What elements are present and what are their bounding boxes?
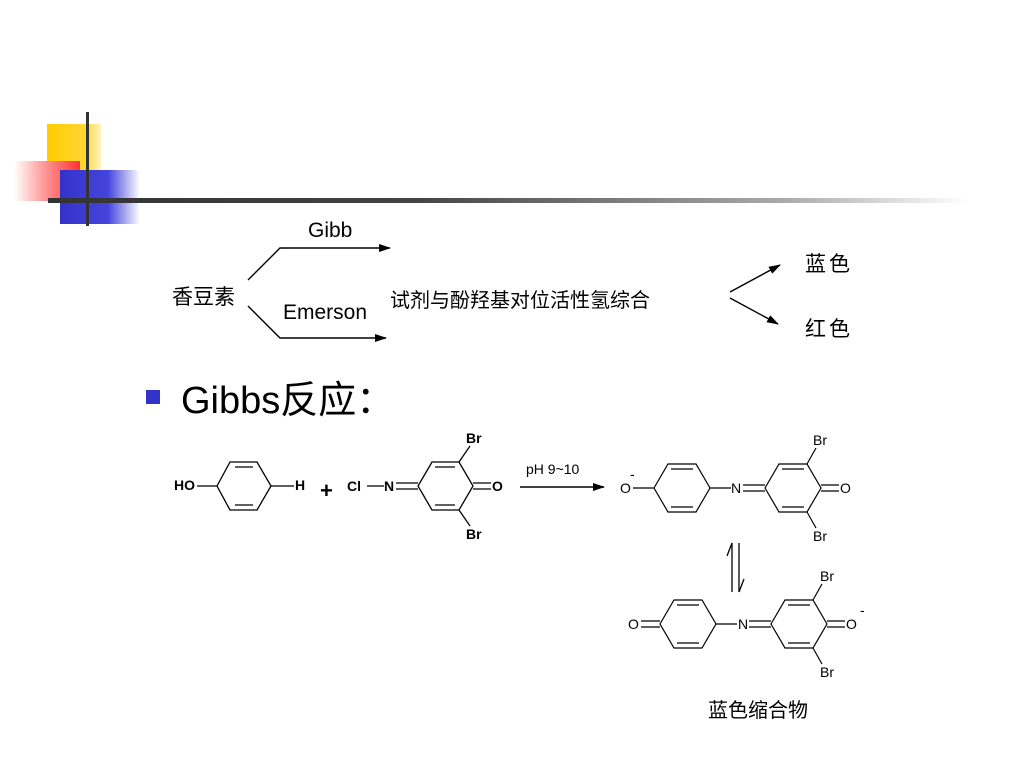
coumarin-label: 香豆素	[172, 285, 235, 309]
reagent-n-label: N	[384, 478, 395, 494]
deco-vertical-line	[86, 112, 89, 226]
reagent-structure	[367, 445, 491, 527]
lower-branch-arrow	[247, 305, 387, 342]
emerson-reagent-label: Emerson	[283, 301, 368, 324]
gibbs-reaction-title: Gibbs反应：	[181, 380, 395, 422]
bullet-square-icon	[146, 390, 160, 404]
product1-structure	[633, 447, 839, 529]
arrow-to-red	[729, 297, 779, 325]
product2-n-label: N	[738, 616, 749, 632]
product2-charge-label: -	[860, 602, 865, 618]
product2-o-right-label: O	[846, 616, 857, 632]
product1-charge-label: -	[630, 466, 635, 482]
equilibrium-arrows	[726, 542, 745, 593]
reagent-br-bottom-label: Br	[466, 526, 482, 542]
product1-n-label: N	[731, 480, 742, 496]
plus-sign: +	[320, 478, 333, 503]
product2-structure	[641, 583, 845, 665]
reaction-condition-label: pH 9~10	[526, 461, 580, 477]
result-blue-label: 蓝色	[805, 252, 853, 276]
result-red-label: 红色	[805, 317, 853, 341]
reagent-br-top-label: Br	[466, 430, 482, 446]
deco-blue-square	[60, 170, 140, 224]
product-name-label: 蓝色缩合物	[708, 698, 808, 722]
upper-branch-arrow	[247, 244, 391, 281]
product1-o-left-label: O	[620, 480, 631, 496]
phenol-structure	[197, 461, 294, 511]
deco-horizontal-rule	[48, 198, 968, 203]
reagent-o-label: O	[492, 478, 503, 494]
product2-br-bottom-label: Br	[820, 664, 834, 680]
product1-br-top-label: Br	[813, 432, 827, 448]
reaction-description: 试剂与酚羟基对位活性氢综合	[390, 288, 650, 312]
phenol-h-label: H	[295, 477, 306, 493]
product1-o-right-label: O	[840, 480, 851, 496]
phenol-ho-label: HO	[174, 477, 195, 493]
gibb-reagent-label: Gibb	[308, 219, 353, 242]
product2-o-left-label: O	[628, 616, 639, 632]
product2-br-top-label: Br	[820, 568, 834, 584]
product1-br-bottom-label: Br	[813, 528, 827, 544]
arrow-to-blue	[729, 264, 781, 293]
reagent-cl-label: Cl	[347, 478, 361, 494]
